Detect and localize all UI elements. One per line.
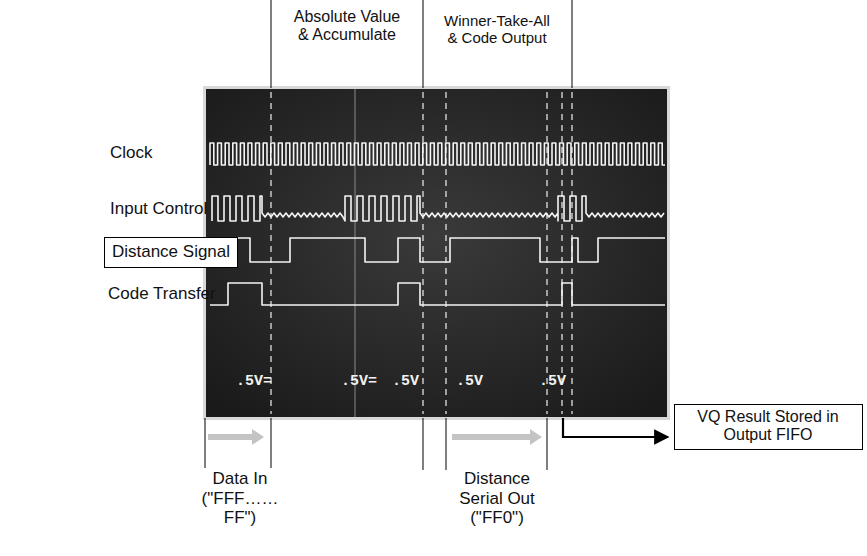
signal-name: Clock: [110, 143, 153, 163]
phase-label: Distance Serial Out ("FF0"): [447, 469, 547, 528]
scope-readout: .5V=: [341, 373, 377, 390]
dashed-marker: [270, 92, 271, 414]
result-box: VQ Result Stored in Output FIFO: [674, 404, 863, 450]
photo-border: [203, 86, 670, 420]
result-arrow: [563, 418, 668, 437]
signal-trace: [210, 283, 665, 305]
phase-label: Data In ("FFF……FF"): [190, 469, 290, 528]
signal-trace: [212, 196, 664, 221]
phase-arrow: [452, 429, 542, 445]
scope-screen: [206, 89, 667, 417]
signal-name: Code Transfer: [108, 284, 216, 304]
box-text: VQ Result Stored in Output FIFO: [695, 408, 841, 445]
phase-label: Absolute Value & Accumulate: [288, 8, 406, 45]
box-text: Distance Signal: [111, 242, 231, 262]
highlight-box: Distance Signal: [104, 237, 238, 268]
scope-readout: .5V=: [236, 373, 272, 390]
dashed-markers: [271, 92, 572, 414]
phase-line: [423, 418, 424, 470]
phase-line: [271, 0, 272, 88]
signal-name: Input Control: [110, 199, 207, 219]
scope-traces: [210, 143, 665, 305]
phase-line: [572, 0, 573, 88]
phase-label: Winner-Take-All & Code Output: [437, 12, 557, 47]
phase-line: [205, 418, 206, 468]
dashed-marker: [422, 92, 423, 414]
signal-trace: [210, 238, 665, 262]
dashed-marker: [546, 92, 547, 414]
grid-line: [355, 89, 356, 417]
signal-trace: [210, 143, 665, 165]
phase-line: [271, 418, 272, 468]
phase-line: [446, 418, 447, 470]
scope-readout: .5V: [456, 373, 483, 390]
phase-line: [423, 0, 424, 88]
scope-readout: .5V: [392, 373, 419, 390]
phase-line: [547, 418, 548, 470]
phase-lines: [205, 0, 572, 470]
dashed-marker: [445, 92, 446, 414]
dashed-marker: [561, 92, 562, 414]
annotation-arrows: [208, 418, 668, 445]
phase-arrow: [208, 429, 264, 445]
scope-readout: .5V: [539, 373, 566, 390]
